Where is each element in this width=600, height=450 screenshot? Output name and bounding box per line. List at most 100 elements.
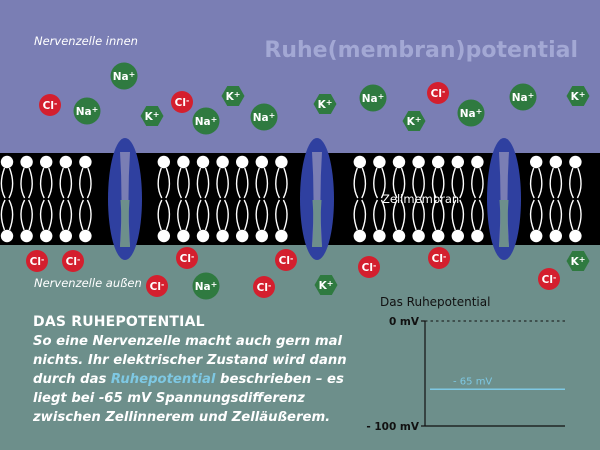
chloride-ion-icon: Cl- [146,275,168,297]
ion-label: Cl- [542,273,557,286]
potassium-ion-icon: K+ [566,86,590,106]
potassium-ion-icon: K+ [140,106,164,126]
ion-shape [314,275,338,295]
ion-shape [26,250,48,272]
ion-charge: + [129,70,136,79]
ion-shape [110,62,138,90]
ion-shape [538,268,560,290]
ion-charge: - [186,96,189,105]
lipid-pair [549,155,563,243]
page-title: Ruhe(membran)potential [264,38,578,63]
ion-label: Na+ [195,115,218,128]
ion-symbol: K [226,91,235,103]
lipid-head-top [569,155,582,169]
lipid-tail-top [549,167,563,199]
ion-charge: + [579,255,586,264]
lipid-head-bottom [353,229,366,243]
ion-symbol: Na [362,93,378,105]
lipid-head-top [157,155,170,169]
lipid-pair [216,155,229,243]
chloride-ion-icon: Cl- [26,250,48,272]
explanation-text-before: So eine Nervenzelle macht auch gern mal … [33,334,347,387]
sodium-ion-icon: Na+ [192,107,220,135]
ion-label: Na+ [512,91,535,104]
lipid-tail-bottom [235,199,249,231]
chloride-ion-icon: Cl- [62,250,84,272]
ion-shape [402,111,426,131]
lipid-pair [451,155,465,243]
lipid-head-bottom [177,229,190,243]
lipid-head-top [196,155,210,169]
lipid-head-top [79,155,92,169]
lipid-head-bottom [59,229,72,243]
ion-label: K+ [571,90,586,103]
lipid-head-bottom [20,229,33,243]
lipid-tail-top [569,167,582,199]
lipid-head-bottom [373,229,386,243]
ion-label: Na+ [362,92,385,105]
ion-symbol: Cl [431,88,442,100]
ion-charge: + [326,98,333,107]
lipid-tail-top [353,167,367,199]
ion-shape [427,82,449,104]
lipid-tail-top [39,167,53,199]
potassium-ion-icon: K+ [566,251,590,271]
lipid-head-bottom [216,229,229,243]
inside-ions: Cl-Na+Na+K+Cl-Na+K+Na+K+Na+K+Cl-Na+Na+K+ [39,62,590,135]
lipid-pair [255,155,269,243]
chloride-ion-icon: Cl- [358,256,380,278]
lipid-head-top [275,155,288,169]
ion-label: K+ [319,279,334,292]
lipid-tail-bottom [392,199,406,231]
lipid-bilayer [0,155,582,243]
chloride-ion-icon: Cl- [275,249,297,271]
lipid-head-top [216,155,229,169]
ion-label: Cl- [432,252,447,265]
ion-label: Cl- [279,254,294,267]
ion-charge: + [269,111,276,120]
lipid-pair [373,155,386,243]
lipid-head-bottom [412,229,425,243]
ion-shape [192,272,220,300]
ion-shape [62,250,84,272]
ion-shape [176,247,198,269]
lipid-pair [392,155,406,243]
lipid-tail-top [392,167,406,199]
lipid-head-bottom [471,229,484,243]
ion-shape [313,94,337,114]
lipid-pair [59,155,73,243]
lipid-pair [0,155,14,243]
ion-charge: - [290,254,293,263]
ion-label: Cl- [30,255,45,268]
lipid-tail-bottom [59,199,73,231]
chloride-ion-icon: Cl- [427,82,449,104]
lipid-tail-top [177,167,190,199]
ion-shape [73,97,101,125]
ion-shape [358,256,380,278]
ion-shape [221,86,245,106]
lipid-head-bottom [79,229,92,243]
lipid-tail-top [471,167,484,199]
ion-charge: + [92,105,99,114]
ion-symbol: Cl [542,274,553,286]
lipid-pair [529,155,543,243]
channel-pore-outside [312,200,322,247]
ion-shape [566,251,590,271]
ion-symbol: Cl [66,256,77,268]
explanation-body: So eine Nervenzelle macht auch gern mal … [33,332,363,427]
ion-charge: - [54,99,57,108]
ion-channel [108,138,142,260]
ion-charge: - [191,252,194,261]
lipid-head-top [549,155,562,169]
ion-shape [146,275,168,297]
lipid-tail-bottom [39,199,53,231]
ion-shape [192,107,220,135]
lipid-pair [569,155,582,243]
ion-charge: + [528,91,535,100]
lipid-head-top [255,155,268,169]
potassium-ion-icon: K+ [313,94,337,114]
lipid-head-bottom [392,229,406,243]
ion-shape [509,83,537,111]
ion-symbol: Na [460,108,476,120]
